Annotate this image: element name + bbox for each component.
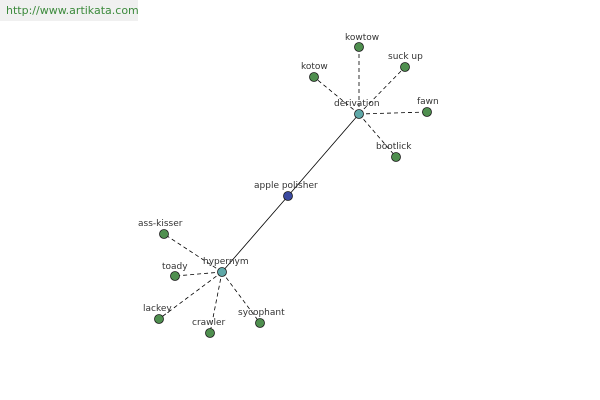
node-sycophant[interactable] — [255, 318, 265, 328]
node-label-kowtow: kowtow — [345, 33, 379, 43]
graph-labels: kowtow kotow suck up fawn bootlick ass-kisser… — [138, 33, 439, 328]
node-lackey[interactable] — [154, 314, 164, 324]
edge-hypernym-crawler — [209, 271, 223, 334]
node-label-crawler: crawler — [192, 318, 226, 328]
node-kotow[interactable] — [309, 72, 319, 82]
edge-hypernym-ass-kisser — [163, 233, 223, 273]
node-label-sycophant: sycophant — [238, 308, 285, 318]
node-bootlick[interactable] — [391, 152, 401, 162]
node-label-ass-kisser: ass-kisser — [138, 219, 183, 229]
node-label-hypernym: hypernym — [203, 257, 249, 267]
edge-hypernym-toady — [174, 271, 223, 277]
node-crawler[interactable] — [205, 328, 215, 338]
edge-center-derivation — [287, 113, 360, 197]
node-ass-kisser[interactable] — [159, 229, 169, 239]
node-apple-polisher[interactable] — [283, 191, 293, 201]
node-label-suck-up: suck up — [388, 52, 423, 62]
node-label-lackey: lackey — [143, 304, 172, 314]
node-hypernym[interactable] — [217, 267, 227, 277]
edge-hypernym-lackey — [158, 271, 223, 320]
node-label-kotow: kotow — [301, 62, 328, 72]
node-derivation[interactable] — [354, 109, 364, 119]
edge-derivation-kotow — [313, 76, 360, 115]
edge-center-hypernym — [221, 195, 289, 273]
graph-nodes — [154, 42, 432, 338]
node-label-toady: toady — [162, 262, 188, 272]
node-fawn[interactable] — [422, 107, 432, 117]
graph-edges — [158, 47, 428, 334]
node-kowtow[interactable] — [354, 42, 364, 52]
node-label-derivation: derivation — [334, 99, 380, 109]
node-label-apple-polisher: apple polisher — [254, 181, 318, 191]
edge-derivation-fawn — [358, 111, 428, 115]
node-suck-up[interactable] — [400, 62, 410, 72]
node-label-bootlick: bootlick — [376, 142, 412, 152]
edge-hypernym-sycophant — [221, 271, 261, 324]
source-url-banner[interactable]: http://www.artikata.com — [0, 0, 139, 21]
edge-derivation-bootlick — [358, 113, 397, 158]
node-toady[interactable] — [170, 271, 180, 281]
node-label-fawn: fawn — [417, 97, 439, 107]
edge-derivation-suck-up — [358, 66, 406, 115]
